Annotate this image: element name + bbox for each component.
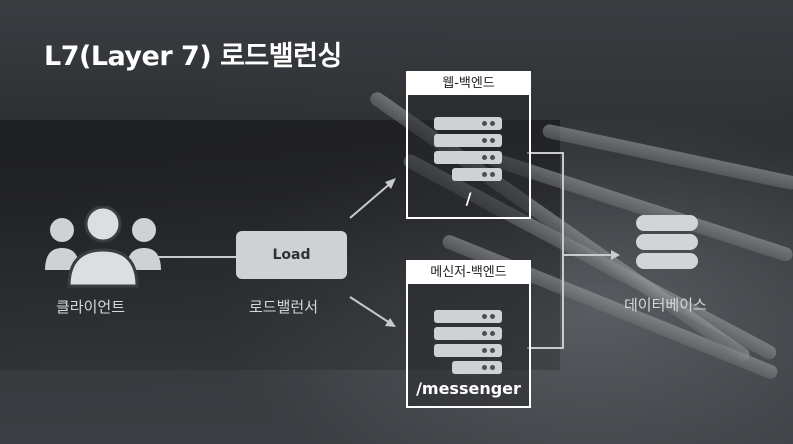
lb-to-messenger-arrow bbox=[349, 296, 391, 324]
database-icon bbox=[636, 215, 698, 272]
arrowhead bbox=[385, 318, 396, 327]
server-icon bbox=[434, 310, 502, 378]
messenger-backend-box: 메신저-백엔드 /messenger bbox=[406, 260, 531, 408]
backends-bracket bbox=[527, 152, 564, 349]
lb-to-web-arrow bbox=[349, 181, 393, 219]
web-backend-header: 웹-백엔드 bbox=[408, 73, 529, 95]
server-icon bbox=[434, 117, 502, 185]
client-label: 클라이언트 bbox=[56, 298, 126, 316]
arrowhead bbox=[385, 178, 396, 189]
load-balancer-node: Load Balancer bbox=[236, 231, 347, 311]
arrowhead bbox=[611, 250, 620, 260]
load-balancer-label: 로드밸런서 bbox=[249, 298, 319, 316]
database-label: 데이터베이스 bbox=[624, 296, 707, 314]
messenger-backend-header: 메신저-백엔드 bbox=[408, 262, 529, 284]
page-title: L7(Layer 7) 로드밸런싱 bbox=[44, 41, 342, 72]
web-backend-path: / bbox=[465, 189, 472, 208]
web-backend-box: 웹-백엔드 / bbox=[406, 71, 531, 219]
users-icon bbox=[45, 206, 161, 288]
messenger-backend-path: /messenger bbox=[416, 379, 521, 398]
